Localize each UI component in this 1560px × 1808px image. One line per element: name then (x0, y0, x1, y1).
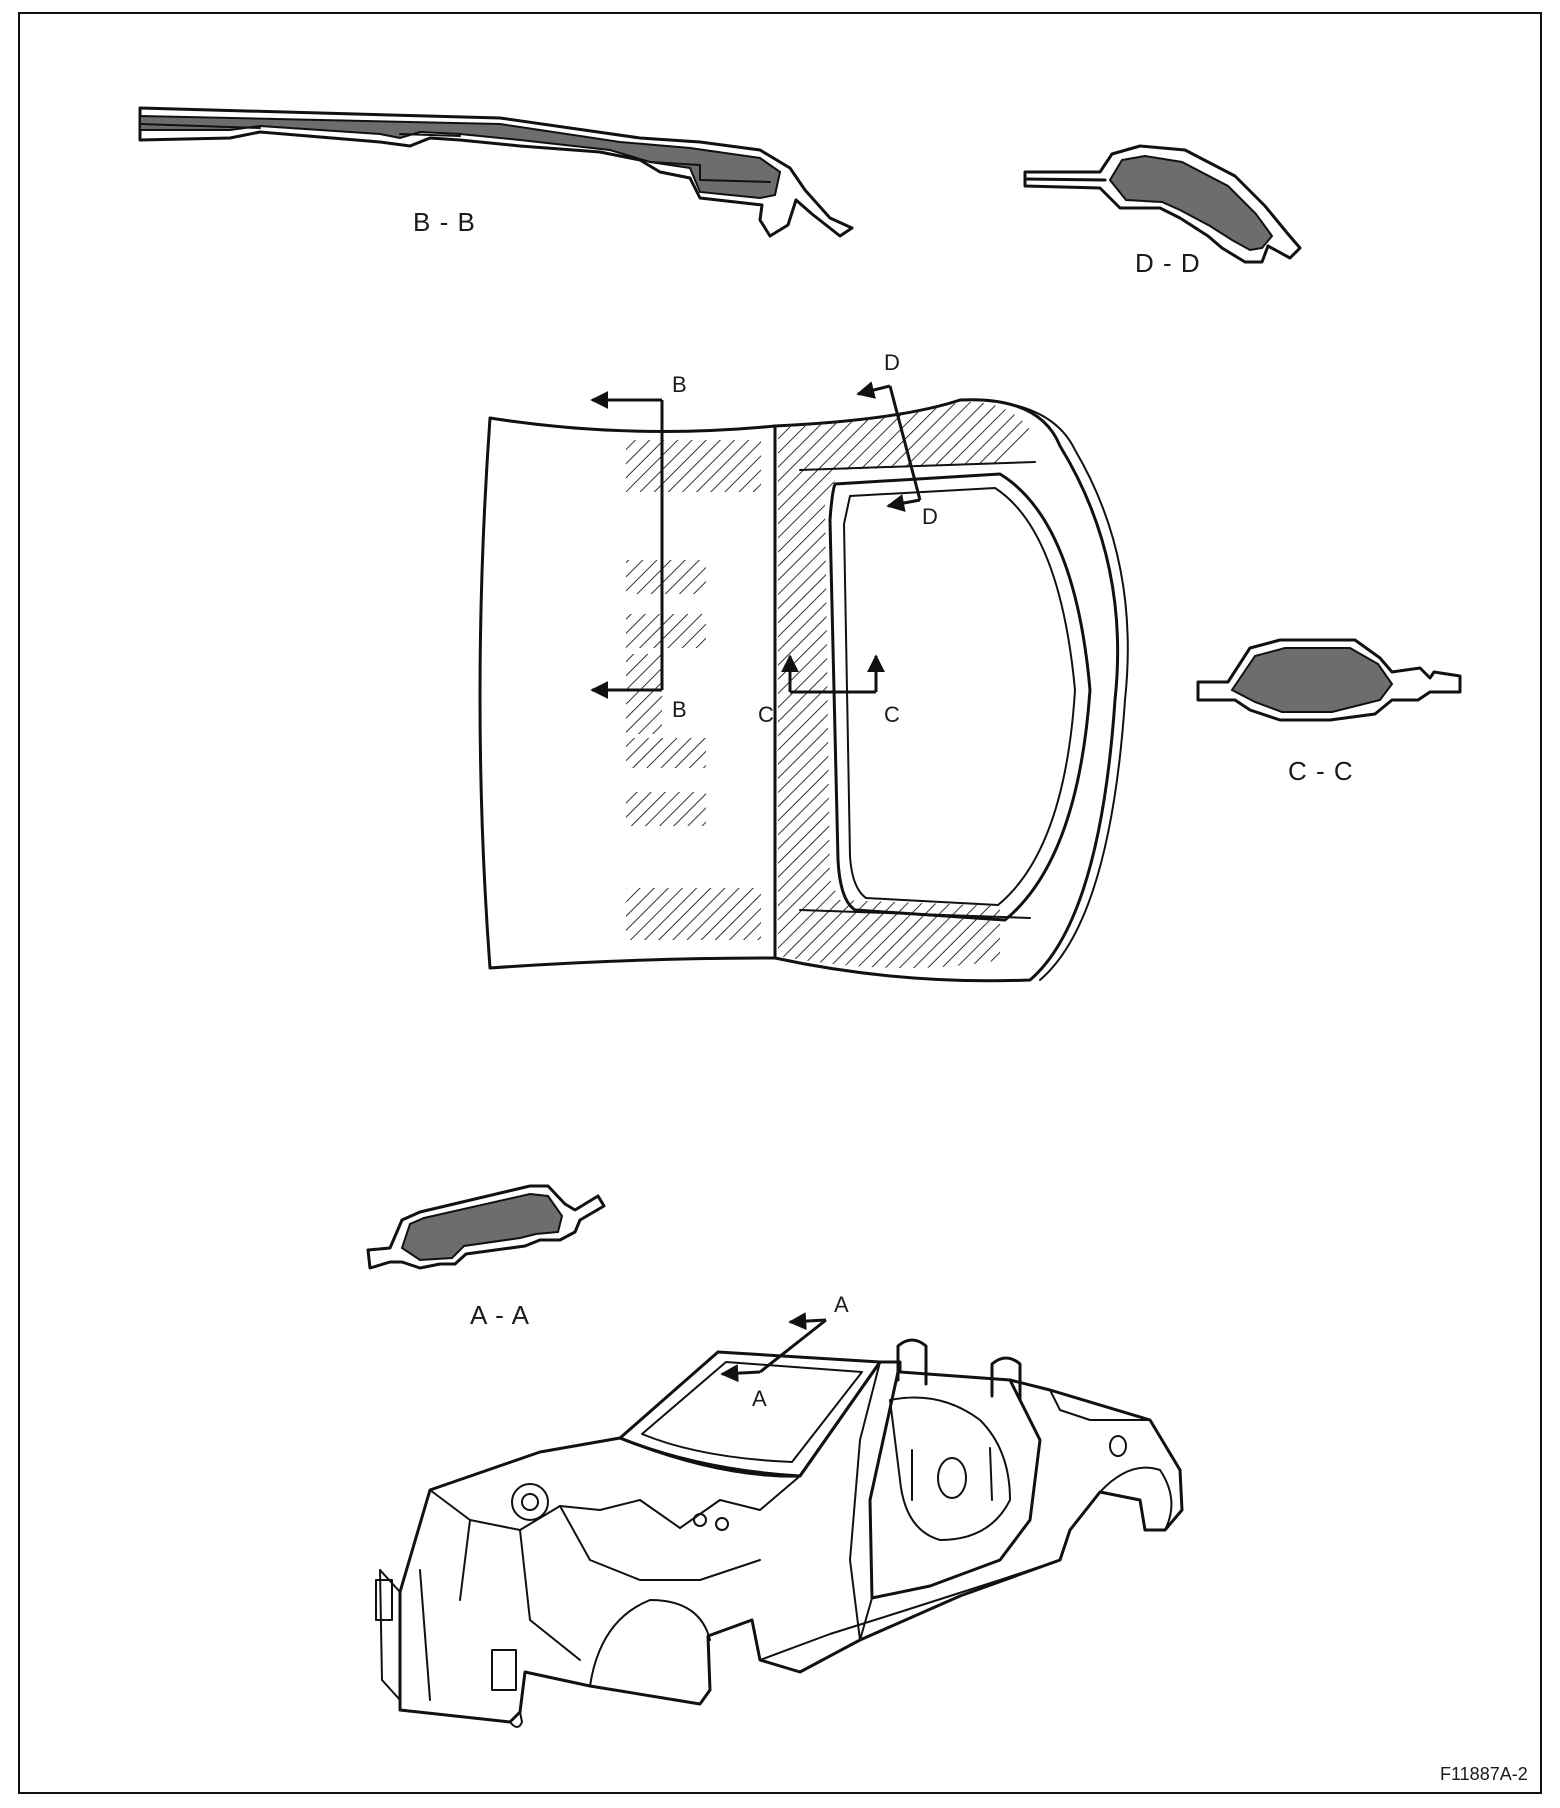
hardtop-plan-view (478, 398, 1129, 983)
cut-marker-a (720, 1312, 827, 1383)
cut-marker-d (856, 381, 922, 512)
vehicle-body-illustration (375, 1338, 1184, 1728)
marker-label-a-top: A (834, 1292, 849, 1317)
marker-label-b-bottom: B (672, 697, 687, 722)
hardtop-rear-panel (773, 398, 1120, 983)
section-bb-profile (138, 106, 854, 238)
figure-id: F11887A-2 (1440, 1764, 1528, 1784)
section-label-dd: D - D (1135, 248, 1201, 278)
section-aa-profile (366, 1184, 606, 1270)
hardtop-front-panel (478, 416, 777, 970)
marker-label-d-bottom: D (922, 504, 938, 529)
cut-marker-b (590, 391, 664, 699)
section-cc-profile (1196, 638, 1462, 722)
marker-label-d-top: D (884, 350, 900, 375)
rear-window-outline (828, 472, 1092, 922)
section-label-bb: B - B (413, 207, 476, 237)
drawing-frame (18, 12, 1542, 1794)
rear-frame-hatch (778, 401, 1030, 969)
front-panel-hatch-strips (626, 440, 761, 940)
section-label-aa: A - A (470, 1300, 530, 1330)
section-dd-profile (1023, 144, 1302, 264)
marker-label-c-left: C (758, 702, 774, 727)
marker-label-b-top: B (672, 372, 687, 397)
marker-label-c-right: C (884, 702, 900, 727)
marker-label-a-bottom: A (752, 1386, 767, 1411)
cut-marker-c (781, 654, 885, 694)
section-label-cc: C - C (1288, 756, 1354, 786)
